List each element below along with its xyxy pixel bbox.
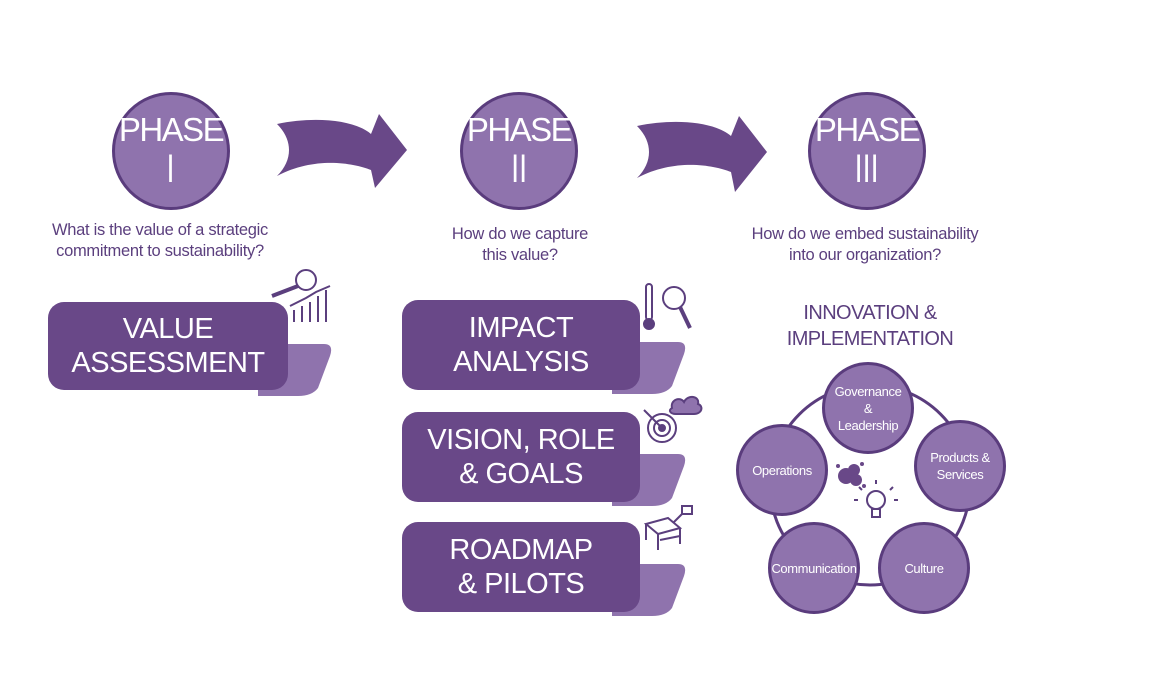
desk-chair-icon [643, 505, 693, 550]
arrow-phase1-to-phase2 [277, 114, 407, 188]
phase-1-circle: PHASE I [112, 92, 230, 210]
cycle-governance-line3: Leadership [837, 417, 899, 433]
value-assessment-box: VALUE ASSESSMENT [48, 302, 288, 390]
roadmap-pilots-box: ROADMAP & PILOTS [402, 522, 640, 612]
roadmap-pilots-line2: & PILOTS [457, 568, 585, 600]
cycle-governance-leadership: Governance & Leadership [822, 362, 914, 454]
roadmap-pilots-line1: ROADMAP [449, 534, 593, 566]
phase-2-question: How do we capture this value? [400, 224, 640, 266]
phase-1-question-line2: commitment to sustainability? [56, 242, 264, 260]
magnifier-chart-icon [271, 269, 331, 322]
lightbulb-icon [854, 480, 898, 518]
arrow-phase2-to-phase3 [637, 116, 767, 192]
phase-3-question-line2: into our organization? [788, 246, 942, 264]
phase-2-question-line2: this value? [482, 246, 558, 264]
phase-2-numeral: II [510, 147, 527, 191]
phase-3-label: PHASE [814, 111, 921, 148]
target-cloud-icon [643, 396, 703, 443]
cycle-products-line2: Services [936, 467, 984, 482]
innovation-title-line2: IMPLEMENTATION [786, 328, 954, 350]
cycle-governance-line1: Governance [834, 383, 902, 399]
cycle-products-line1: Products & [930, 450, 990, 465]
phase-1-question: What is the value of a strategic commitm… [20, 220, 300, 262]
impact-analysis-box: IMPACT ANALYSIS [402, 300, 640, 390]
cycle-culture-line1: Culture [904, 560, 944, 576]
phase-2-label: PHASE [466, 111, 573, 148]
cycle-products-services: Products & Services [914, 420, 1006, 512]
phase-3-question-line1: How do we embed sustainability [751, 225, 979, 243]
thermometer-magnifier-icon [643, 283, 692, 330]
cycle-communication-line1: Communication [771, 560, 857, 576]
phase-3-question: How do we embed sustainability into our … [720, 224, 1010, 266]
innovation-title-line1: INNOVATION & [803, 302, 937, 324]
phase-1-label: PHASE [118, 111, 225, 148]
vision-role-goals-line1: VISION, ROLE [427, 424, 615, 456]
phase-1-numeral: I [166, 147, 176, 191]
splash-icon [836, 462, 866, 488]
cycle-operations-line1: Operations [752, 462, 812, 478]
phase-1-question-line1: What is the value of a strategic [51, 221, 268, 239]
cycle-culture: Culture [878, 522, 970, 614]
vision-role-goals-box: VISION, ROLE & GOALS [402, 412, 640, 502]
phase-2-circle: PHASE II [460, 92, 578, 210]
cycle-operations: Operations [736, 424, 828, 516]
innovation-title: INNOVATION & IMPLEMENTATION [760, 300, 980, 352]
impact-analysis-line2: ANALYSIS [453, 346, 589, 378]
value-assessment-line1: VALUE [122, 313, 214, 345]
phase-3-numeral: III [854, 147, 880, 191]
cycle-governance-line2: & [863, 400, 873, 416]
cycle-communication: Communication [768, 522, 860, 614]
impact-analysis-line1: IMPACT [468, 312, 574, 344]
phase-3-circle: PHASE III [808, 92, 926, 210]
vision-role-goals-line2: & GOALS [459, 458, 583, 490]
value-assessment-line2: ASSESSMENT [71, 347, 265, 379]
phase-2-question-line1: How do we capture [451, 225, 589, 243]
